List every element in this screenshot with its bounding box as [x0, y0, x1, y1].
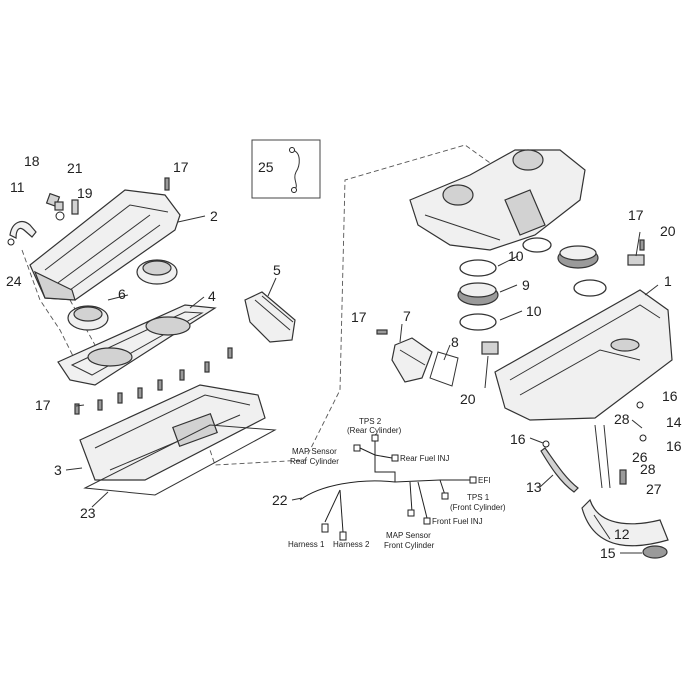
callout-1: 1	[664, 273, 672, 289]
callout-12: 12	[614, 526, 630, 542]
front-fuel-inj-label: Front Fuel INJ	[432, 517, 483, 526]
callout-14: 14	[666, 414, 682, 430]
callout-18: 18	[24, 153, 40, 169]
harness2-label: Harness 2	[333, 540, 370, 549]
harness-labels: TPS 2 (Rear Cylinder) MAP Sensor Rear Cy…	[288, 417, 506, 550]
tps2-label-2: (Rear Cylinder)	[347, 426, 402, 435]
callout-17-cover: 17	[173, 159, 189, 175]
hoses	[540, 401, 669, 559]
tps1-label-2: (Front Cylinder)	[450, 503, 506, 512]
callout-22: 22	[272, 492, 288, 508]
airbox-base-3	[79, 384, 266, 481]
map-rear-label-2: Rear Cylinder	[290, 457, 339, 466]
screws-17	[74, 177, 645, 415]
plenum-1	[494, 289, 673, 421]
callout-16-right-upper: 16	[662, 388, 678, 404]
bracket-7	[391, 337, 433, 383]
callout-numbers: 1 2 3 4 5 6 7 8 9 10 10 11 12 13 14 15 1…	[6, 153, 682, 561]
callout-20-upper: 20	[660, 223, 676, 239]
callout-21: 21	[67, 160, 83, 176]
callout-8: 8	[451, 334, 459, 350]
callout-20-lower: 20	[460, 391, 476, 407]
map-front-label-1: MAP Sensor	[386, 531, 431, 540]
callout-26: 26	[632, 449, 648, 465]
harness1-label: Harness 1	[288, 540, 325, 549]
clamps-and-boots	[457, 237, 607, 331]
rear-fuel-inj-label: Rear Fuel INJ	[400, 454, 449, 463]
callout-leaders	[65, 215, 659, 554]
callout-17-right: 17	[628, 207, 644, 223]
callout-10-lower: 10	[526, 303, 542, 319]
callout-6: 6	[118, 286, 126, 302]
callout-17-bracket: 17	[351, 309, 367, 325]
callout-28-upper: 28	[614, 411, 630, 427]
strap-8	[429, 351, 459, 387]
wire-harness-22	[299, 434, 477, 541]
map-front-label-2: Front Cylinder	[384, 541, 435, 550]
callout-23: 23	[80, 505, 96, 521]
callout-9: 9	[522, 277, 530, 293]
map-rear-label-1: MAP Sensor	[292, 447, 337, 456]
efi-label: EFI	[478, 476, 490, 485]
callout-3: 3	[54, 462, 62, 478]
callout-28-lower: 28	[640, 461, 656, 477]
part-25-inset	[251, 139, 321, 199]
callout-11: 11	[10, 179, 25, 195]
callout-25: 25	[258, 159, 274, 175]
callout-7: 7	[403, 308, 411, 324]
callout-16-right-lower: 16	[666, 438, 682, 454]
hose-11	[7, 221, 37, 246]
tps1-label-1: TPS 1	[467, 493, 490, 502]
callout-24: 24	[6, 273, 22, 289]
couplers-6	[67, 259, 178, 331]
callout-15: 15	[600, 545, 616, 561]
callout-10-upper: 10	[508, 248, 524, 264]
tps2-label-1: TPS 2	[359, 417, 382, 426]
throttle-body	[409, 149, 586, 251]
callout-13: 13	[526, 479, 542, 495]
gasket-23	[83, 424, 277, 496]
callout-27: 27	[646, 481, 662, 497]
fittings-18-19-21	[45, 192, 79, 221]
airbox-cover	[29, 189, 181, 301]
callout-5: 5	[273, 262, 281, 278]
callout-4: 4	[208, 288, 216, 304]
callout-19: 19	[77, 185, 93, 201]
callout-17-base: 17	[35, 397, 51, 413]
air-filter-4	[57, 304, 217, 386]
sensor-20-lower	[481, 341, 499, 355]
sensor-20-upper	[627, 254, 645, 266]
callout-2: 2	[210, 208, 218, 224]
intake-5	[244, 291, 296, 343]
callout-16-left: 16	[510, 431, 526, 447]
